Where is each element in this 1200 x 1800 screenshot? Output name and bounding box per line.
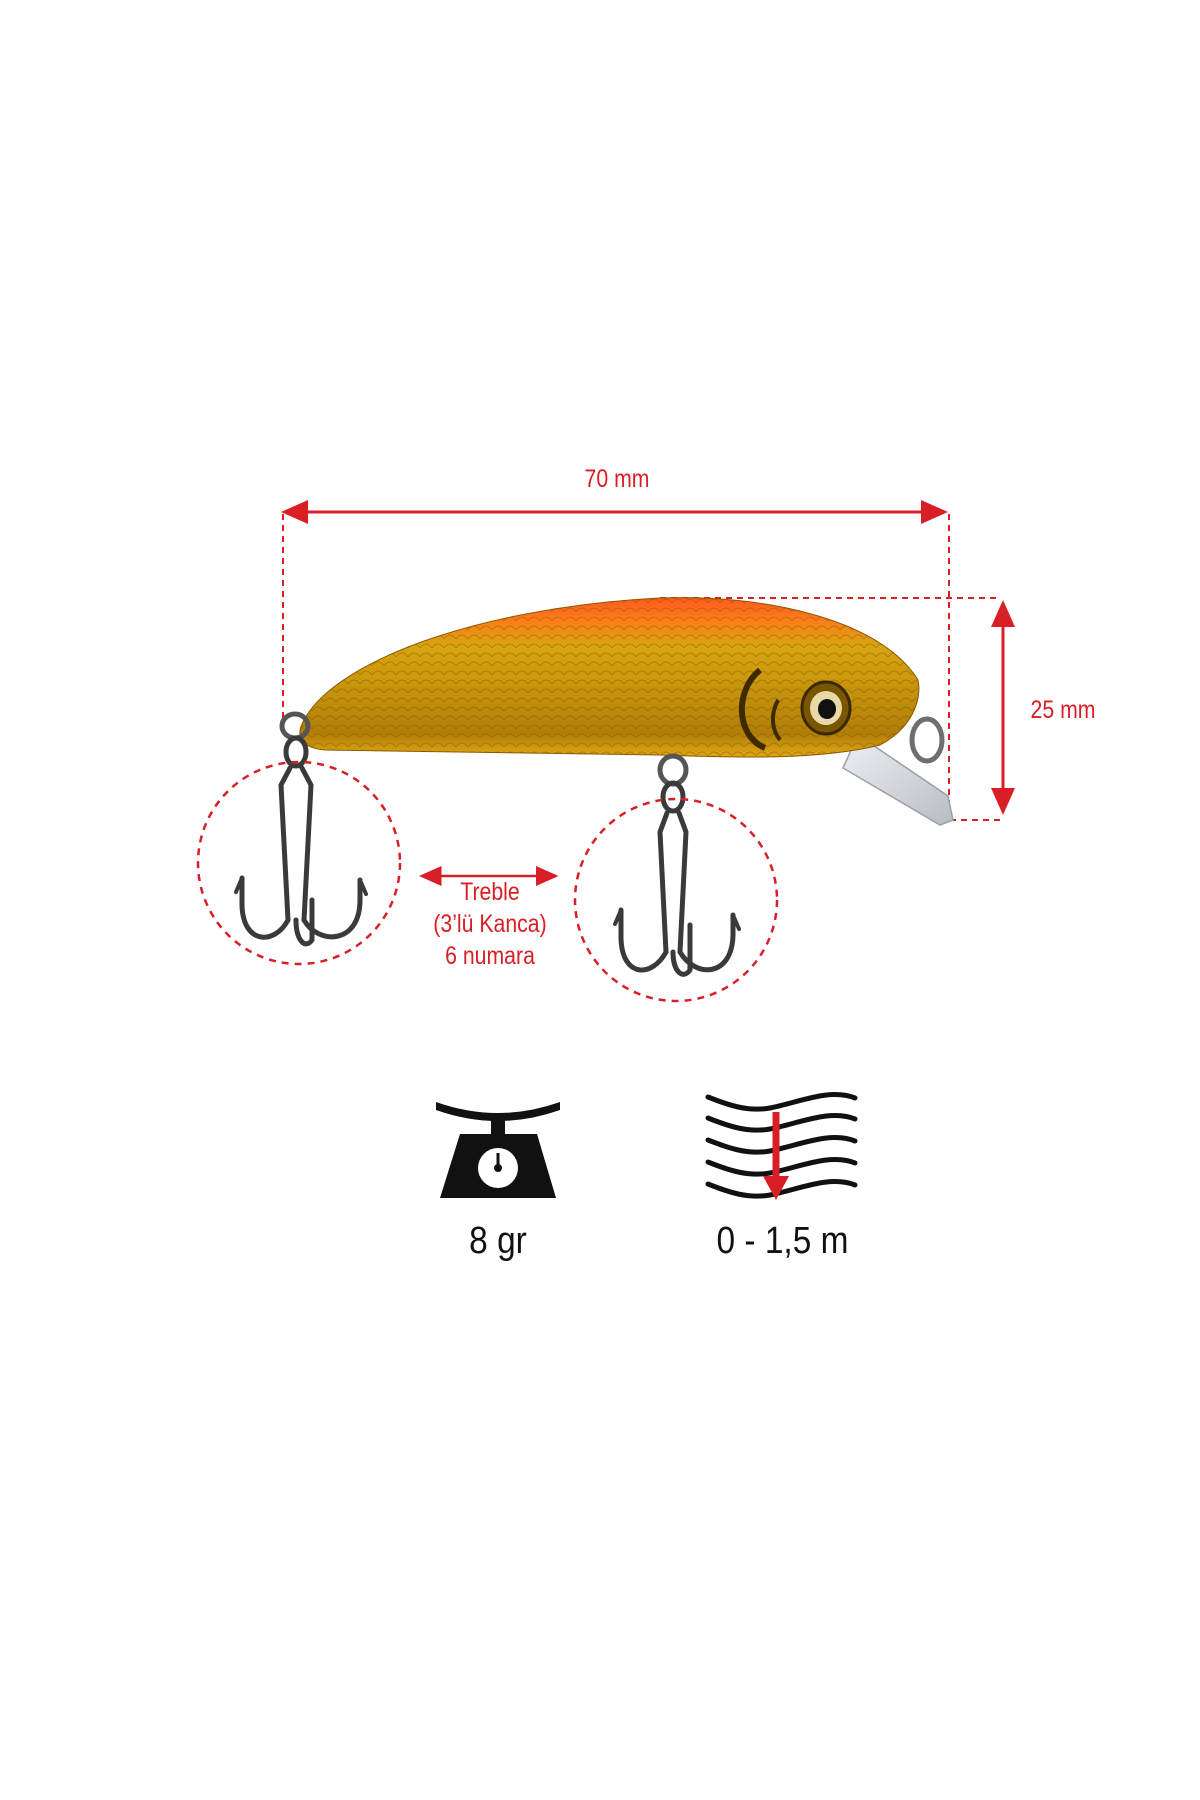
line-tie-ring: [909, 716, 945, 764]
hook-info-line1: Treble: [460, 878, 520, 906]
diving-depth-icon: [705, 1092, 858, 1200]
belly-treble-hook: [613, 780, 741, 977]
belly-hook-highlight: [573, 797, 779, 1003]
lure-eye: [800, 680, 852, 736]
gill-marking: [738, 667, 767, 751]
rear-treble-hook: [234, 735, 368, 947]
length-label: 70 mm: [584, 465, 650, 493]
height-dimension: [660, 597, 1015, 821]
rear-hook-highlight: [196, 760, 402, 966]
weight-label: 8 gr: [469, 1220, 527, 1262]
hook-info-line2: (3’lü Kanca): [433, 910, 547, 938]
height-label: 25 mm: [1030, 696, 1096, 724]
hook-info-line3: 6 numara: [445, 942, 535, 970]
scale-icon: [436, 1102, 560, 1198]
belly-ring: [657, 753, 689, 787]
diving-lip: [842, 733, 954, 826]
length-dimension: [281, 500, 950, 808]
fishing-lure: [279, 597, 954, 826]
depth-label: 0 - 1,5 m: [716, 1220, 849, 1262]
